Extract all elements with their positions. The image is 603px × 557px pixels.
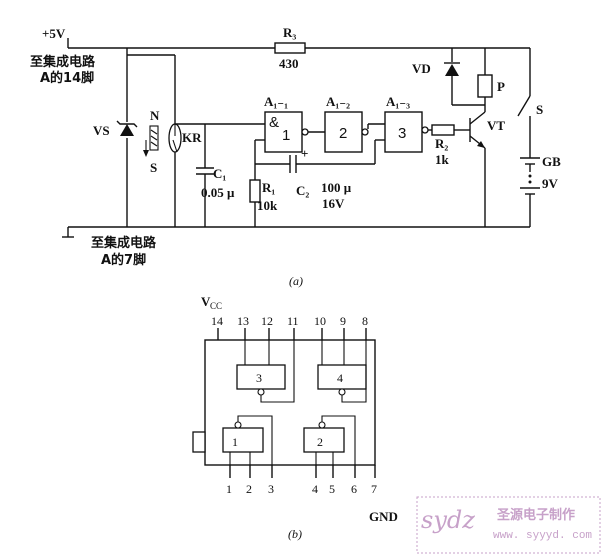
watermark-name: 圣源电子制作	[497, 507, 575, 523]
ic-gate-3	[236, 364, 286, 390]
ic-gate-3-label: 3	[256, 371, 262, 385]
resistor-r3	[274, 42, 306, 54]
gate-a1-3	[384, 111, 423, 153]
pin-3: 3	[268, 482, 274, 496]
pin-14: 14	[211, 314, 223, 328]
r1-name: R₁	[262, 180, 275, 195]
pin-11: 11	[287, 314, 299, 328]
magnet-s-label: S	[150, 160, 157, 175]
caption-b: (b)	[288, 527, 302, 541]
r3-name: R₃	[283, 25, 296, 40]
ic-gate-1	[222, 427, 264, 453]
relay-label: P	[497, 79, 505, 94]
battery-name: GB	[542, 154, 561, 169]
r2-name: R₂	[435, 136, 448, 151]
c2-plus: +	[301, 146, 308, 161]
pin-2: 2	[246, 482, 252, 496]
transistor-label: VT	[487, 118, 505, 133]
c1-value: 0.05 μ	[201, 185, 235, 200]
diode-vd	[445, 64, 459, 76]
pin-10: 10	[314, 314, 326, 328]
zener-vs	[120, 124, 134, 136]
ic-gate-4-label: 4	[337, 371, 343, 385]
ground-note-2: A的7脚	[101, 252, 146, 268]
vd-label: VD	[412, 61, 431, 76]
gnd-label: GND	[369, 509, 398, 524]
r1-value: 10k	[257, 198, 278, 213]
pin-6: 6	[351, 482, 357, 496]
battery-value: 9V	[542, 176, 559, 191]
ic-notch	[192, 431, 206, 453]
watermark-url: www. syyyd. com	[493, 530, 592, 542]
pin-1: 1	[226, 482, 232, 496]
magnet-n-label: N	[150, 108, 160, 123]
pin-7: 7	[371, 482, 377, 496]
supply-label: +5V	[42, 26, 66, 41]
vs-label: VS	[93, 123, 110, 138]
pin-8: 8	[362, 314, 368, 328]
ic-gate-1-label: 1	[232, 435, 238, 449]
c1-name: C₁	[213, 166, 226, 181]
c2-value-1: 100 μ	[321, 180, 352, 195]
gate-3-number: 3	[398, 125, 406, 142]
gate-2-number: 2	[339, 125, 347, 142]
relay-coil-p	[477, 74, 493, 98]
resistor-r2	[431, 124, 455, 136]
watermark-logo: sydz	[421, 506, 475, 534]
ic-gate-2	[303, 427, 345, 453]
pin-9: 9	[340, 314, 346, 328]
pin-4: 4	[312, 482, 318, 496]
ic-gate-2-label: 2	[317, 435, 323, 449]
watermark: sydz 圣源电子制作 www. syyyd. com	[416, 496, 601, 554]
vcc-subscript: CC	[210, 301, 222, 311]
c2-value-2: 16V	[322, 196, 345, 211]
a11-label: A₁₋₁	[264, 94, 288, 109]
caption-a: (a)	[289, 274, 303, 288]
r2-value: 1k	[435, 152, 450, 167]
gate-a1-2	[324, 111, 363, 153]
watermark-frame	[416, 496, 601, 554]
pin-5: 5	[329, 482, 335, 496]
vcc-label: V	[201, 294, 211, 309]
ground-note-1: 至集成电路	[91, 235, 157, 251]
a13-label: A₁₋₃	[386, 94, 410, 109]
reed-label: KR	[182, 130, 202, 145]
ic-pinout-b: V CC 14 13 12 11 10 9 8 1 2 3 4 5 6 7 3 …	[192, 294, 398, 541]
r3-value: 430	[279, 56, 299, 71]
switch-s	[517, 95, 531, 117]
c2-name: C₂	[296, 183, 309, 198]
pin-13: 13	[237, 314, 249, 328]
switch-label: S	[536, 102, 543, 117]
supply-note-2: A的14脚	[40, 70, 94, 86]
gate-and-symbol: &	[269, 114, 279, 131]
pin-12: 12	[261, 314, 273, 328]
gate-1-number: 1	[282, 127, 290, 144]
a12-label: A₁₋₂	[326, 94, 350, 109]
circuit-a: +5V 至集成电路 A的14脚 R₃ 430 VS N S KR C₁ 0.05…	[30, 25, 561, 288]
supply-note-1: 至集成电路	[30, 54, 96, 70]
